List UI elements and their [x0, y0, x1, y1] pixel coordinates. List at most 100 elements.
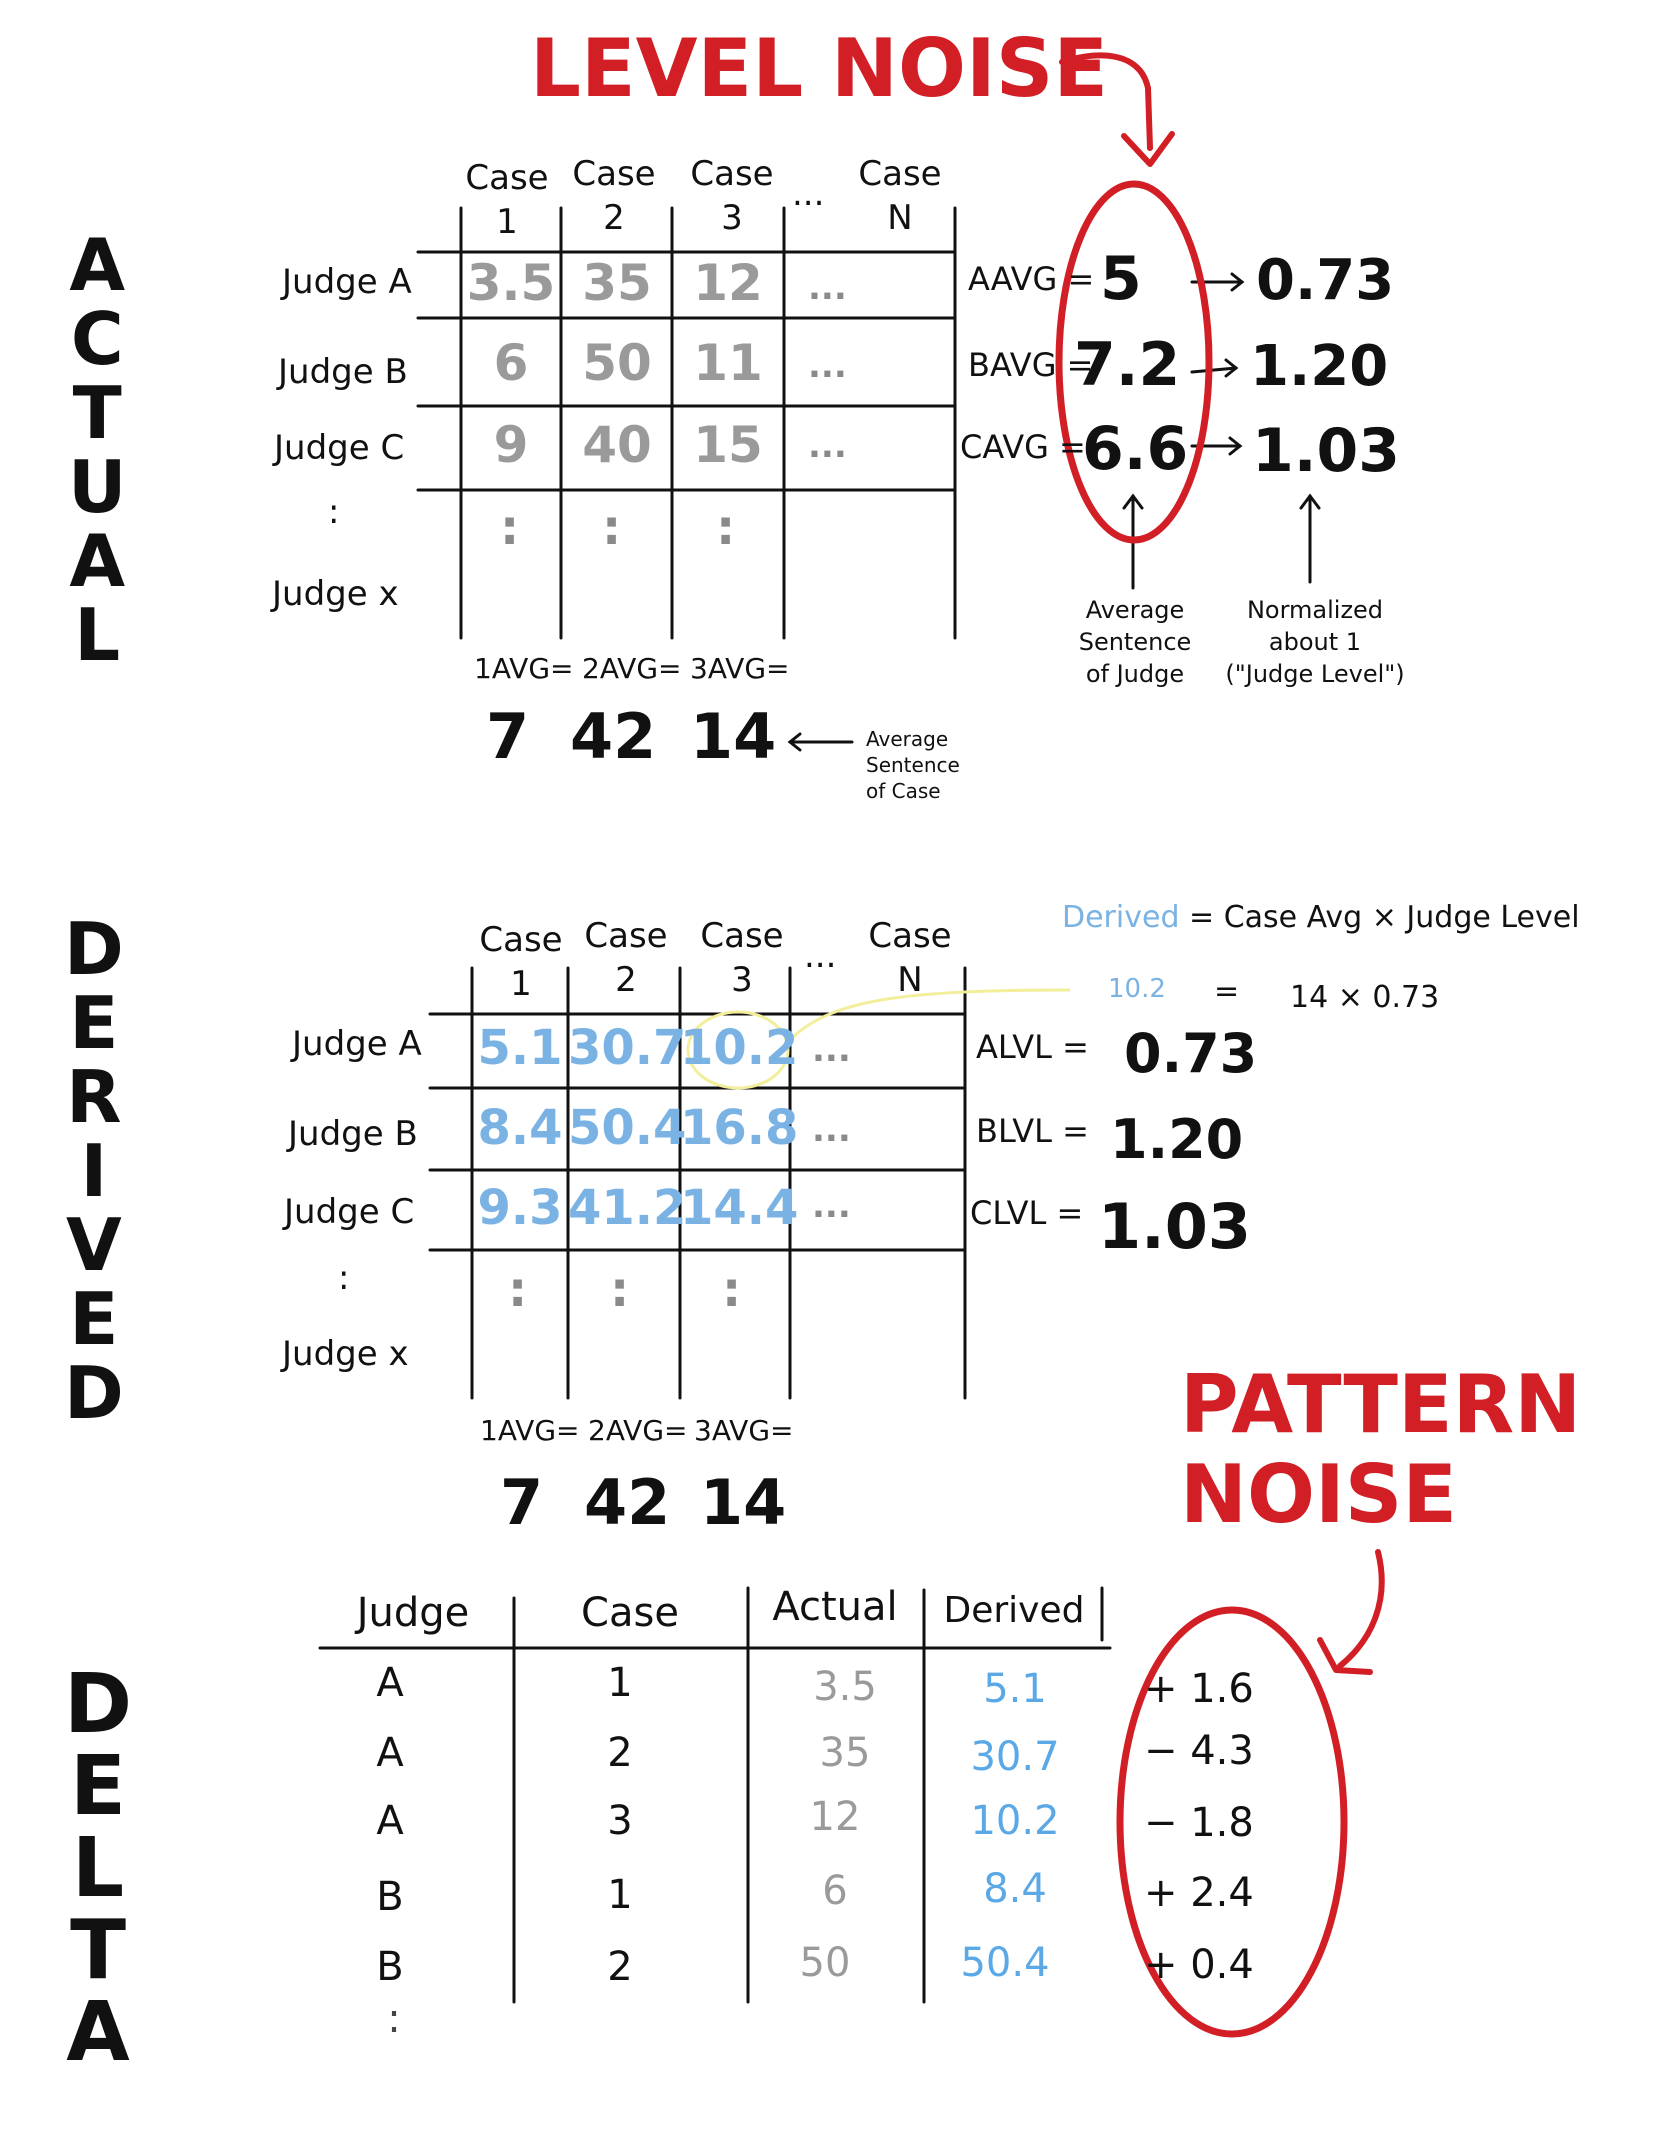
- judge-level-value-c: 1.03: [1098, 1190, 1251, 1263]
- delta-judge: A: [376, 1730, 404, 1776]
- derived-cell: 9.3: [477, 1180, 563, 1236]
- delta-more-rows: :: [387, 1996, 401, 2042]
- delta-actual: 3.5: [813, 1664, 877, 1710]
- delta-case: 2: [607, 1944, 633, 1990]
- judge-level-label-c: CLVL =: [970, 1194, 1084, 1232]
- delta-judge: A: [376, 1798, 404, 1844]
- derived-col-more: :: [508, 1262, 528, 1318]
- delta-actual: 6: [822, 1868, 848, 1914]
- judge-level-value-a: 0.73: [1124, 1022, 1258, 1085]
- delta-case: 2: [607, 1730, 633, 1776]
- delta-header-derived: Derived: [943, 1590, 1085, 1631]
- judge-avg-label-b: BAVG =: [968, 346, 1094, 384]
- derived-case-avg-value-3: 14: [700, 1466, 787, 1539]
- actual-cell: 6: [493, 334, 529, 392]
- derived-example-value: 10.2: [1108, 974, 1166, 1004]
- judge-avg-label-a: AAVG =: [968, 260, 1095, 298]
- actual-judge-c: Judge C: [274, 428, 405, 468]
- actual-judge-b: Judge B: [278, 352, 408, 392]
- derived-case-avg-value-2: 42: [584, 1466, 671, 1539]
- derived-example-rhs: 14 × 0.73: [1290, 980, 1440, 1015]
- actual-cell: 9: [493, 416, 529, 474]
- delta-value: + 0.4: [1144, 1942, 1254, 1988]
- derived-judge-b: Judge B: [288, 1114, 418, 1154]
- level-noise-ellipse: [1055, 180, 1213, 544]
- derived-row-ellipsis: ...: [812, 1110, 851, 1150]
- actual-col-more: :: [500, 500, 520, 556]
- pattern-noise-arrow: [1337, 1549, 1385, 1669]
- case-avg-value-1: 7: [486, 700, 530, 773]
- derived-header-ellipsis: ...: [804, 936, 837, 976]
- derived-judge-c: Judge C: [284, 1192, 415, 1232]
- actual-cell: 15: [693, 416, 763, 474]
- actual-header-ellipsis: ...: [792, 174, 825, 214]
- actual-cell: 11: [693, 334, 763, 392]
- highlight-circle: [686, 1010, 790, 1090]
- delta-judge: B: [376, 1944, 404, 1990]
- judge-level-label-b: BLVL =: [976, 1112, 1089, 1150]
- derived-cell: 10.2: [680, 1020, 799, 1076]
- delta-header-case: Case: [581, 1590, 679, 1636]
- judge-avg-label-c: CAVG =: [960, 428, 1086, 466]
- derived-judge-x: Judge x: [282, 1334, 409, 1374]
- actual-cell: 12: [693, 254, 763, 312]
- delta-judge: B: [376, 1874, 404, 1920]
- delta-actual: 12: [809, 1794, 861, 1840]
- actual-col-more: :: [602, 500, 622, 556]
- derived-cell: 14.4: [680, 1180, 799, 1236]
- delta-value: + 1.6: [1144, 1666, 1254, 1712]
- derived-row-ellipsis: ...: [812, 1030, 851, 1070]
- delta-value: − 4.3: [1144, 1728, 1254, 1774]
- delta-case: 1: [607, 1872, 633, 1918]
- derived-example-eq: =: [1214, 974, 1240, 1009]
- normalized-a: 0.73: [1256, 248, 1395, 313]
- derived-cell: 30.7: [568, 1020, 687, 1076]
- delta-header-judge: Judge: [356, 1590, 470, 1636]
- derived-col-more: :: [610, 1262, 630, 1318]
- derived-formula: Derived = Case Avg × Judge Level: [1062, 900, 1580, 935]
- actual-row-ellipsis: ...: [808, 268, 847, 308]
- derived-cell: 16.8: [680, 1100, 799, 1156]
- delta-derived: 8.4: [983, 1866, 1047, 1912]
- actual-cell: 50: [582, 334, 652, 392]
- arrow-b: [1190, 366, 1238, 374]
- normalized-b: 1.20: [1250, 334, 1389, 399]
- delta-value: − 1.8: [1144, 1800, 1254, 1846]
- derived-case-avg-value-1: 7: [500, 1466, 544, 1539]
- case-avg-label-3: 3AVG=: [690, 652, 790, 685]
- delta-judge: A: [376, 1660, 404, 1706]
- delta-header-actual: Actual: [772, 1584, 898, 1630]
- derived-judge-a: Judge A: [292, 1024, 422, 1064]
- judge-avg-value-c: 6.6: [1082, 414, 1189, 484]
- normalized-c: 1.03: [1252, 416, 1401, 486]
- actual-judge-more: :: [328, 492, 340, 532]
- pattern-noise-ellipse: [1116, 1606, 1348, 2038]
- derived-cell: 41.2: [568, 1180, 687, 1236]
- actual-row-ellipsis: ...: [808, 426, 847, 466]
- case-avg-label-1: 1AVG=: [474, 652, 574, 685]
- judge-avg-value-b: 7.2: [1074, 330, 1181, 400]
- delta-actual: 35: [819, 1730, 871, 1776]
- derived-judge-more: :: [338, 1258, 350, 1298]
- delta-value: + 2.4: [1144, 1870, 1254, 1916]
- delta-derived: 50.4: [960, 1940, 1050, 1986]
- derived-col-more: :: [722, 1262, 742, 1318]
- case-avg-value-2: 42: [570, 700, 657, 773]
- derived-case-avg-label-1: 1AVG=: [480, 1414, 580, 1447]
- actual-row-ellipsis: ...: [808, 346, 847, 386]
- delta-case: 3: [607, 1798, 633, 1844]
- derived-case-avg-label-2: 2AVG=: [588, 1414, 688, 1447]
